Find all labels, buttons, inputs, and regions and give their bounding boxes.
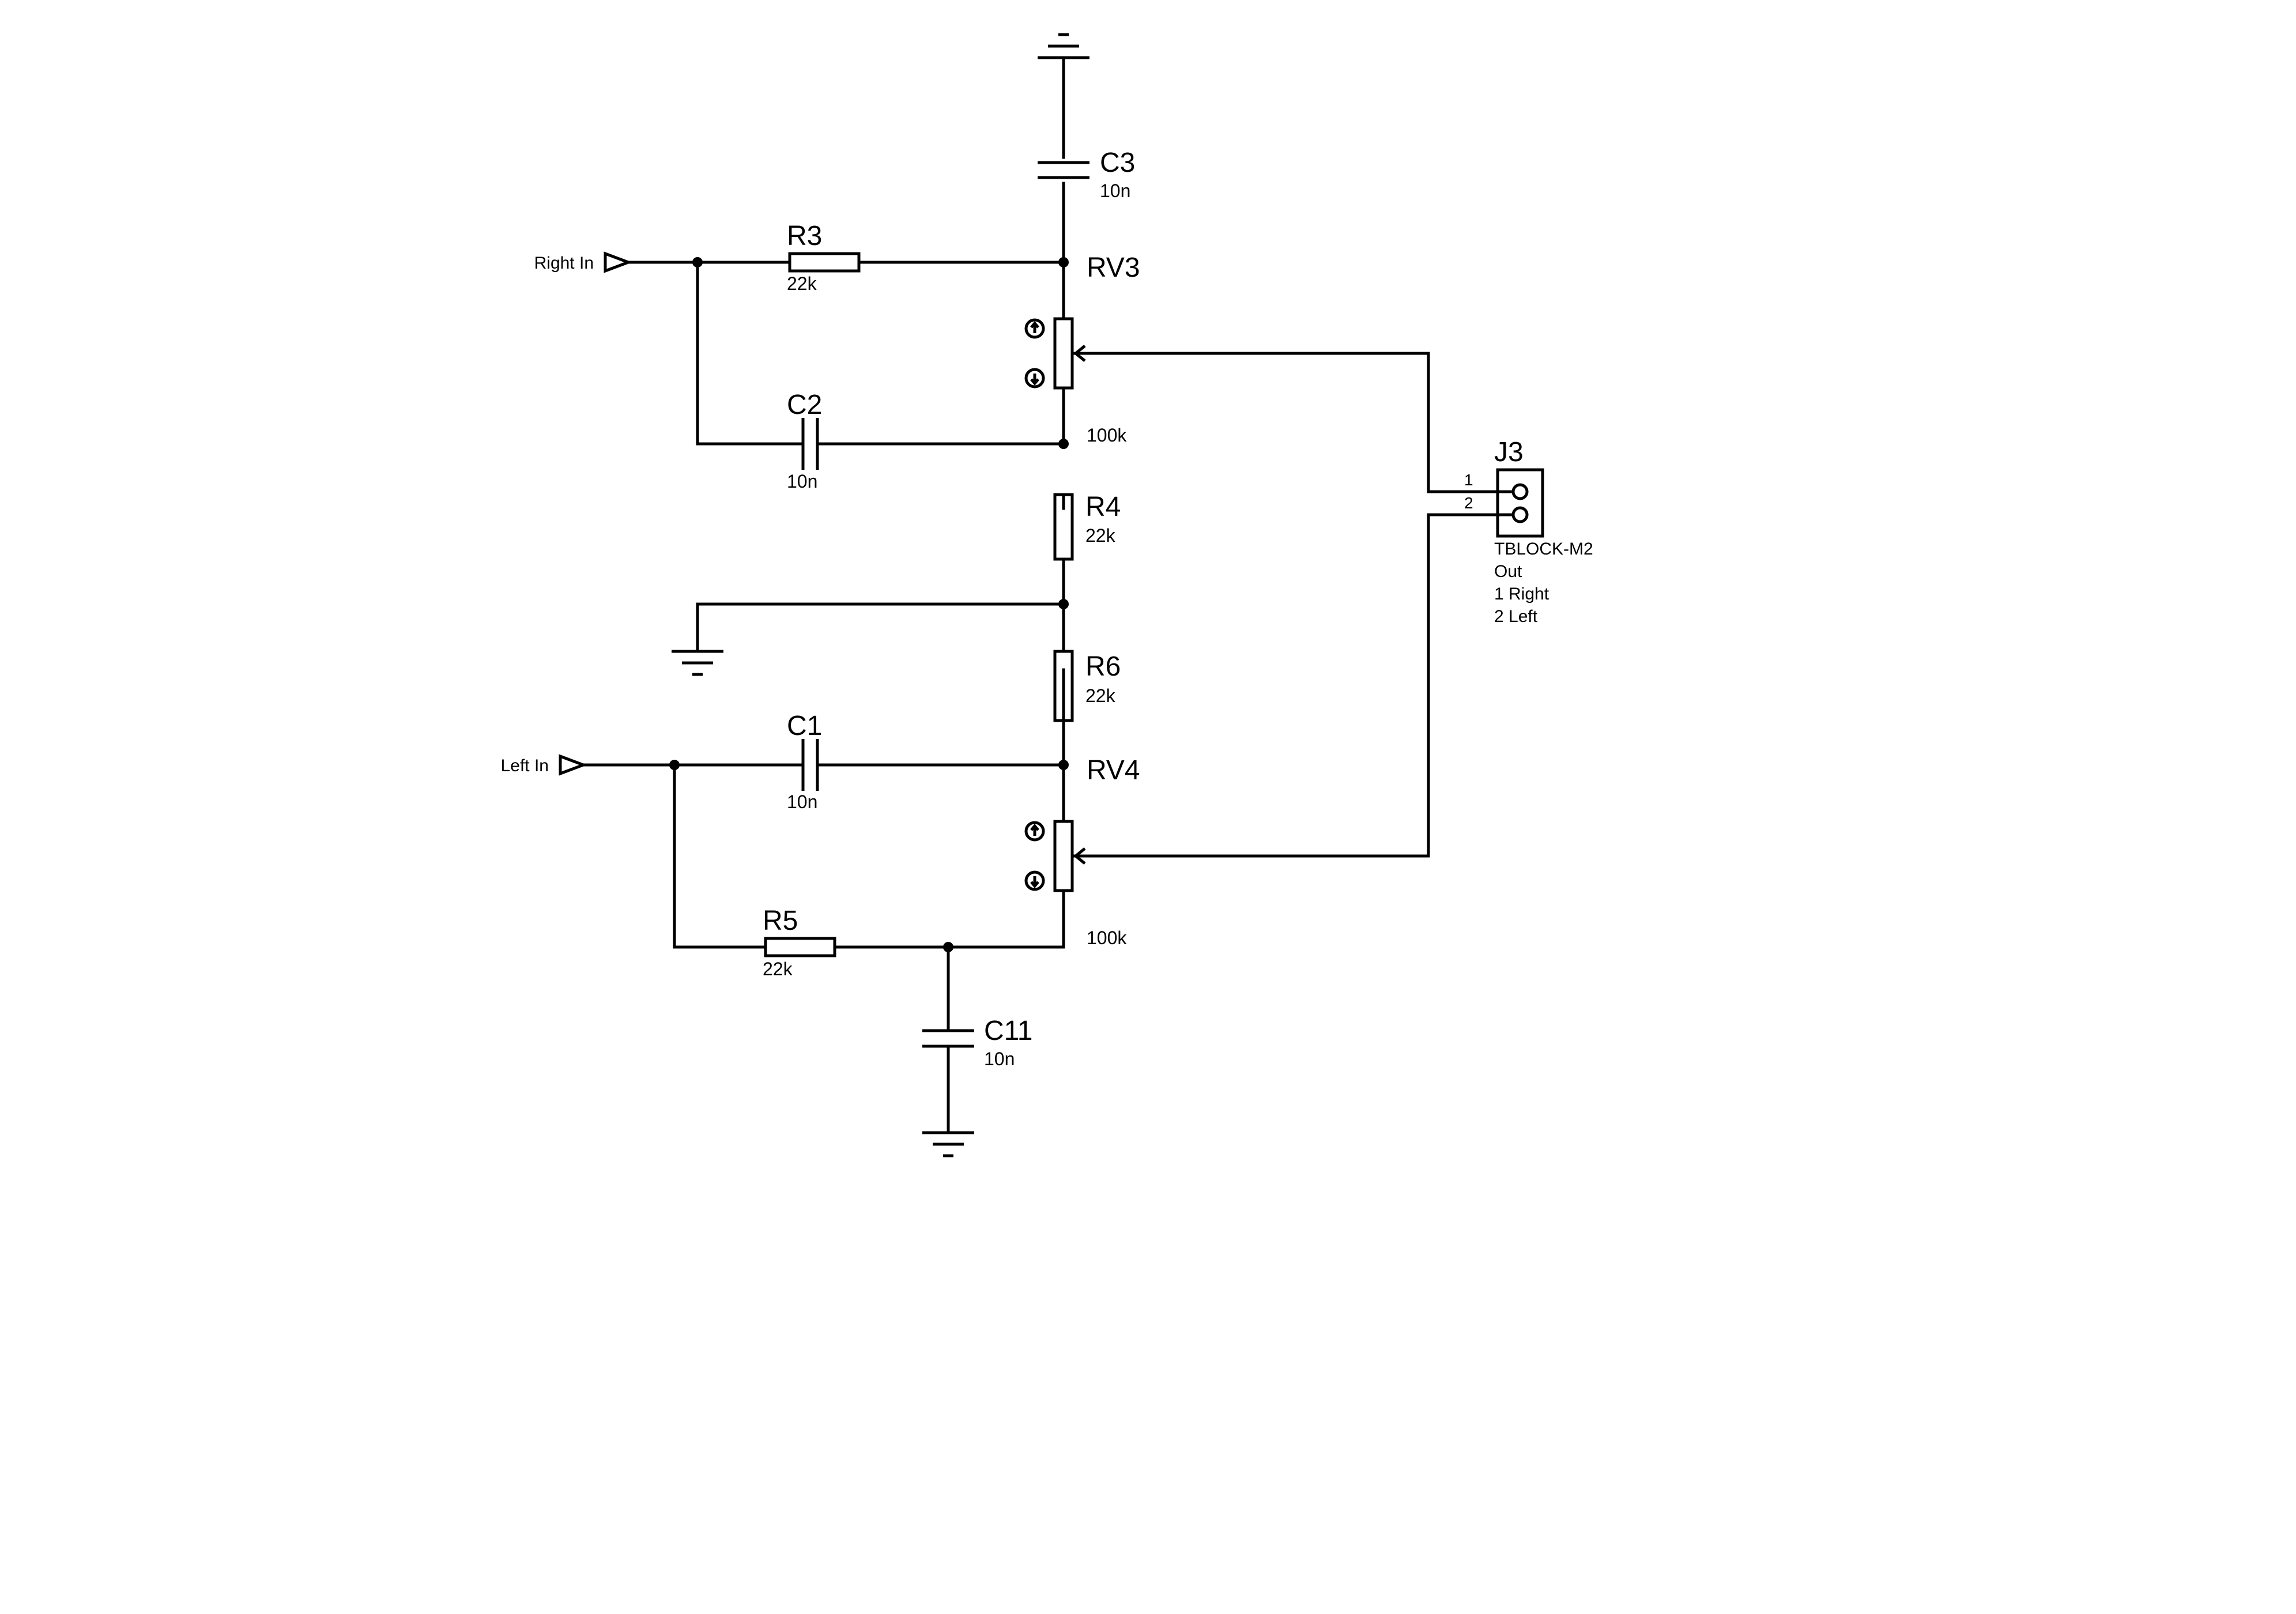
ground-icon: [672, 650, 723, 676]
j3-pin1-label: 1: [1464, 471, 1473, 489]
junctions: [669, 257, 1069, 952]
c1-value: 10n: [787, 791, 817, 812]
arrow-down-circle-icon: [1024, 368, 1045, 389]
j3-note: 2 Left: [1494, 607, 1538, 626]
r6-value: 22k: [1085, 685, 1116, 706]
c2-value: 10n: [787, 471, 817, 492]
resistor-r6: [1053, 650, 1074, 722]
wires: [582, 56, 1512, 1134]
capacitor-c3: [1038, 161, 1089, 179]
junction-dot: [692, 257, 703, 267]
rv3-value: 100k: [1087, 425, 1127, 446]
input-port-icon: [604, 251, 633, 273]
j3-note: Out: [1494, 562, 1522, 581]
ground-icon: [922, 1131, 974, 1157]
c2-ref: C2: [787, 390, 822, 420]
j3-note: 1 Right: [1494, 584, 1549, 604]
r4-ref: R4: [1085, 492, 1121, 522]
left-input-label: Left In: [501, 756, 549, 775]
c3-value: 10n: [1100, 180, 1130, 201]
rv3-ref: RV3: [1087, 252, 1140, 283]
c11-ref: C11: [984, 1016, 1033, 1046]
j3-part-label: TBLOCK-M2: [1494, 540, 1593, 559]
connector-j3: [1496, 468, 1544, 538]
resistor-r4: [1053, 493, 1074, 561]
resistor-r5: [764, 937, 836, 957]
capacitor-c1: [801, 739, 819, 791]
r5-ref: R5: [763, 906, 798, 936]
c1-ref: C1: [787, 711, 822, 741]
right-input-label: Right In: [534, 254, 594, 273]
j3-ref: J3: [1494, 437, 1524, 467]
r4-value: 22k: [1085, 525, 1116, 546]
resistor-r3: [788, 252, 861, 273]
j3-pin2-label: 2: [1464, 494, 1473, 512]
rv4-value: 100k: [1087, 927, 1127, 948]
arrow-down-circle-icon: [1024, 870, 1045, 891]
junction-dot: [943, 942, 953, 952]
rv4-ref: RV4: [1087, 755, 1140, 786]
capacitor-c2: [801, 418, 819, 470]
ground-icon: [1038, 33, 1089, 59]
potentiometer-rv3: [1053, 317, 1086, 390]
input-port-icon: [559, 754, 588, 776]
c11-value: 10n: [984, 1049, 1015, 1069]
capacitor-c11: [922, 1029, 974, 1048]
c3-ref: C3: [1100, 148, 1135, 178]
r3-value: 22k: [787, 273, 817, 294]
junction-dot: [1058, 439, 1069, 449]
junction-dot: [1058, 257, 1069, 267]
arrow-up-circle-icon: [1024, 821, 1045, 842]
r3-ref: R3: [787, 221, 822, 251]
potentiometer-rv4: [1053, 820, 1086, 892]
junction-dot: [1058, 760, 1069, 770]
r5-value: 22k: [763, 959, 793, 979]
r6-ref: R6: [1085, 651, 1121, 682]
junction-dot: [669, 760, 680, 770]
arrow-up-circle-icon: [1024, 318, 1045, 339]
junction-dot: [1058, 599, 1069, 609]
